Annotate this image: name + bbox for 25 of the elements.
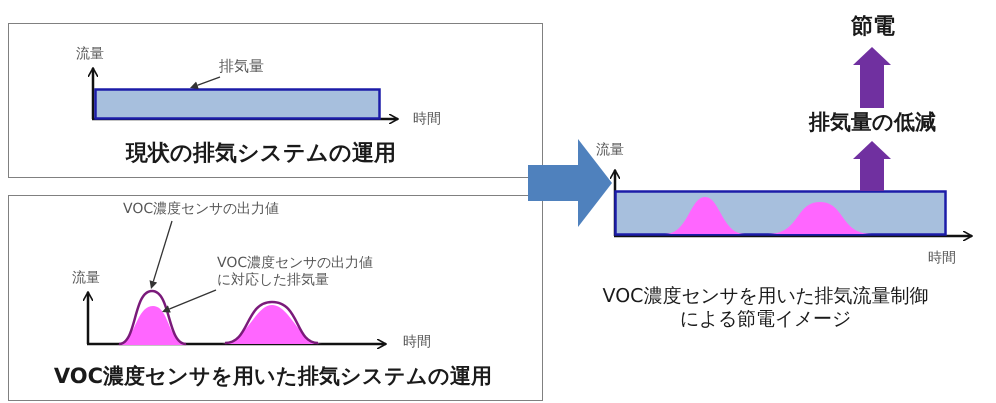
result-label: 排気量の低減	[795, 110, 950, 136]
axis-label: 流量	[76, 46, 104, 63]
panel-box	[8, 23, 543, 178]
callout-label: VOC濃度センサの出力値	[123, 201, 313, 218]
callout-label: VOC濃度センサの出力値に対応した排気量	[217, 255, 377, 289]
block-arrow	[528, 139, 612, 227]
flow-bar	[614, 190, 947, 236]
chart-caption: VOC濃度センサを用いた排気流量制御による節電イメージ	[602, 285, 930, 331]
block-arrow	[853, 141, 891, 191]
panel-caption: VOC濃度センサを用いた排気システムの運用	[52, 364, 494, 390]
flow-bar	[94, 88, 381, 120]
leader-arrow	[190, 76, 220, 89]
axis-label: 時間	[413, 111, 441, 128]
axis-label: 流量	[596, 142, 624, 159]
axis-label: 時間	[928, 250, 956, 267]
result-label: 節電	[842, 14, 904, 40]
axis-label: 時間	[403, 334, 431, 351]
leader-arrow	[150, 220, 173, 289]
sensor-output-curve	[117, 289, 188, 346]
callout-label: 排気量	[219, 57, 289, 75]
leader-arrow	[162, 289, 216, 313]
panel-caption: 現状の排気システムの運用	[124, 141, 397, 168]
axis-label: 流量	[72, 270, 100, 287]
block-arrow	[853, 47, 891, 108]
panel-box	[8, 195, 543, 401]
